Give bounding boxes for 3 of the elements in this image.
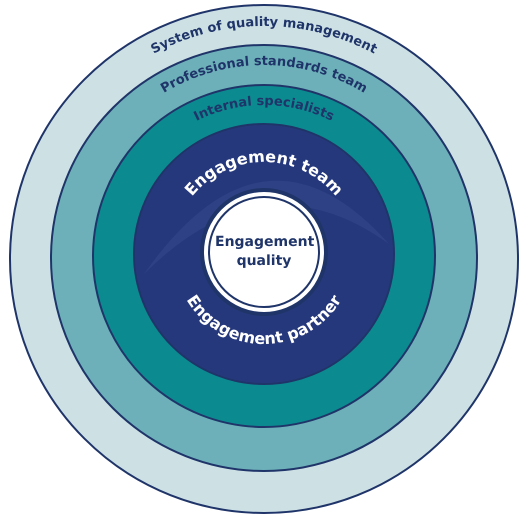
ring-band (9, 4, 519, 514)
ring-band (133, 123, 395, 385)
center-label: Engagement quality (215, 233, 313, 271)
